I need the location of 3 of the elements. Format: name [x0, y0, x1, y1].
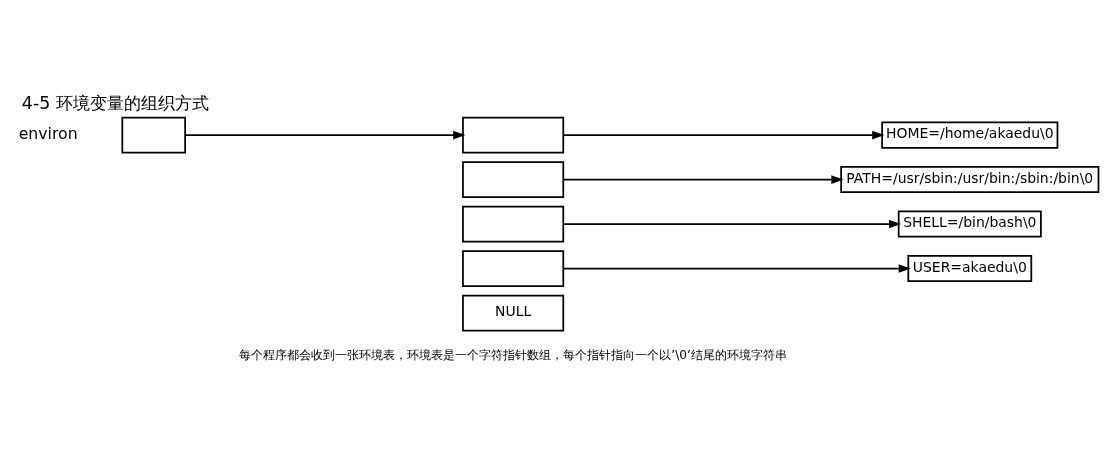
node-label: environ — [18, 123, 78, 143]
diagram-title: 4-5 环境变量的组织方式 — [21, 92, 209, 113]
caption: 每个程序都会收到一张环境表，环境表是一个字符指针数组，每个指针指向一个以’\0’结尾的环境字符串 — [239, 347, 787, 362]
